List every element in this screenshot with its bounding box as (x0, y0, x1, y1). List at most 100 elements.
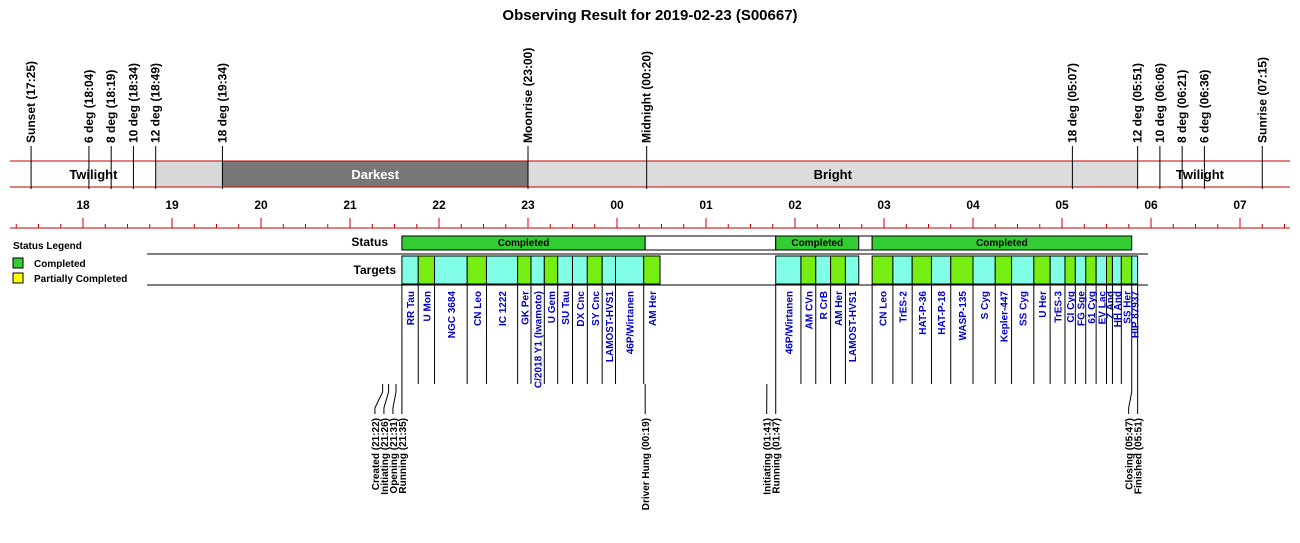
chart-title: Observing Result for 2019-02-23 (S00667) (502, 7, 797, 24)
sky-events: Sunset (17:25) 6 deg (18:04) 8 deg (18:19)… (24, 48, 1269, 189)
band-label-2: Darkest (351, 167, 399, 182)
hour-label-01: 01 (699, 198, 713, 212)
legend-label-1: Partially Completed (34, 274, 127, 285)
band-1 (155, 161, 223, 187)
target-label-14: 46P/Wirtanen (784, 291, 795, 354)
target-label-32: EV Lac (1097, 291, 1108, 325)
log-connector-7 (1128, 384, 1133, 414)
target-label-36: HIP 87937 (1131, 291, 1142, 339)
target-label-11: LAMOST-HVS1 (605, 291, 616, 363)
status-block-3 (858, 235, 873, 251)
hour-label-18: 18 (76, 198, 90, 212)
target-label-26: SS Cyg (1019, 291, 1030, 326)
target-block-18 (844, 255, 860, 285)
target-label-31: 61 Cyg (1087, 291, 1098, 324)
status-label-2: Completed (791, 238, 843, 249)
event-label-2: 8 deg (18:19) (104, 70, 118, 143)
hour-label-03: 03 (877, 198, 891, 212)
target-block-23 (950, 255, 974, 285)
status-label-4: Completed (976, 238, 1028, 249)
target-block-28 (1049, 255, 1066, 285)
target-block-25 (994, 255, 1013, 285)
target-label-29: CI Cyg (1066, 291, 1077, 323)
target-block-32 (1095, 255, 1108, 285)
target-label-1: U Mon (422, 291, 433, 322)
event-label-7: Midnight (00:20) (640, 51, 654, 143)
event-label-13: Sunrise (07:15) (1255, 57, 1269, 143)
target-block-13 (643, 255, 661, 285)
target-label-12: 46P/Wirtanen (626, 291, 637, 354)
log-label-1: Initiating (21:26) (380, 418, 391, 495)
target-label-23: WASP-135 (958, 291, 969, 341)
status-block-1 (644, 235, 777, 251)
target-label-33: Z And (1105, 291, 1116, 319)
event-label-4: 12 deg (18:49) (149, 63, 163, 143)
event-label-0: Sunset (17:25) (24, 61, 38, 143)
target-block-31 (1085, 255, 1097, 285)
target-block-12 (615, 255, 645, 285)
hour-label-00: 00 (610, 198, 624, 212)
target-label-17: AM Her (834, 291, 845, 326)
target-label-13: AM Her (648, 291, 659, 326)
target-label-4: IC 1222 (498, 291, 509, 326)
target-label-10: SY Cnc (591, 291, 602, 326)
event-label-9: 12 deg (05:51) (1131, 63, 1145, 143)
hour-label-06: 06 (1144, 198, 1158, 212)
band-label-0: Twilight (69, 167, 118, 182)
log-label-8: Finished (05:51) (1134, 418, 1145, 494)
target-block-5 (517, 255, 532, 285)
legend-swatch-1 (12, 272, 24, 284)
log-connector-1 (383, 384, 390, 414)
target-block-27 (1033, 255, 1051, 285)
status-row-label: Status (351, 235, 388, 249)
target-block-2 (434, 255, 468, 285)
event-label-3: 10 deg (18:34) (126, 63, 140, 143)
targets-row-label: Targets (354, 263, 397, 277)
target-block-9 (572, 255, 588, 285)
target-label-9: DX Cnc (576, 291, 587, 327)
event-label-8: 18 deg (05:07) (1065, 63, 1079, 143)
band-2 (222, 161, 528, 187)
hour-label-23: 23 (521, 198, 535, 212)
band-label-4: Twilight (1176, 167, 1225, 182)
target-label-34: HH And (1113, 291, 1124, 327)
hour-label-05: 05 (1055, 198, 1069, 212)
target-block-4 (485, 255, 519, 285)
target-block-26 (1011, 255, 1035, 285)
event-label-5: 18 deg (19:34) (215, 63, 229, 143)
hour-label-02: 02 (788, 198, 802, 212)
target-block-6 (530, 255, 545, 285)
hour-label-07: 07 (1233, 198, 1247, 212)
event-label-1: 6 deg (18:04) (82, 70, 96, 143)
target-block-1 (417, 255, 436, 285)
event-label-11: 8 deg (06:21) (1175, 70, 1189, 143)
target-label-8: SU Tau (561, 291, 572, 325)
hour-label-19: 19 (165, 198, 179, 212)
target-block-0 (401, 255, 419, 285)
target-label-28: TrES-3 (1054, 291, 1065, 323)
band-3 (528, 161, 1138, 187)
event-label-6: Moonrise (23:00) (521, 48, 535, 143)
target-label-0: RR Tau (406, 291, 417, 325)
target-label-22: HAT-P-18 (937, 291, 948, 335)
target-label-18: LAMOST-HVS1 (848, 291, 859, 363)
event-label-10: 10 deg (06:06) (1153, 63, 1167, 143)
target-label-2: NGC 3684 (447, 291, 458, 339)
log-label-0: Created (21:22) (371, 418, 382, 490)
target-block-21 (911, 255, 932, 285)
legend-label-0: Completed (34, 259, 86, 270)
log-label-4: Driver Hung (00:19) (641, 418, 652, 510)
legend-title: Status Legend (13, 241, 82, 252)
log-label-2: Opening (21:31) (389, 418, 400, 494)
log-connector-0 (374, 384, 384, 414)
target-block-30 (1074, 255, 1087, 285)
target-label-6: C/2018 Y1 (Iwamoto) (534, 291, 545, 388)
target-block-16 (815, 255, 832, 285)
target-block-29 (1064, 255, 1076, 285)
target-block-8 (557, 255, 574, 285)
hour-label-04: 04 (966, 198, 980, 212)
target-block-22 (930, 255, 952, 285)
target-block-19 (871, 255, 894, 285)
